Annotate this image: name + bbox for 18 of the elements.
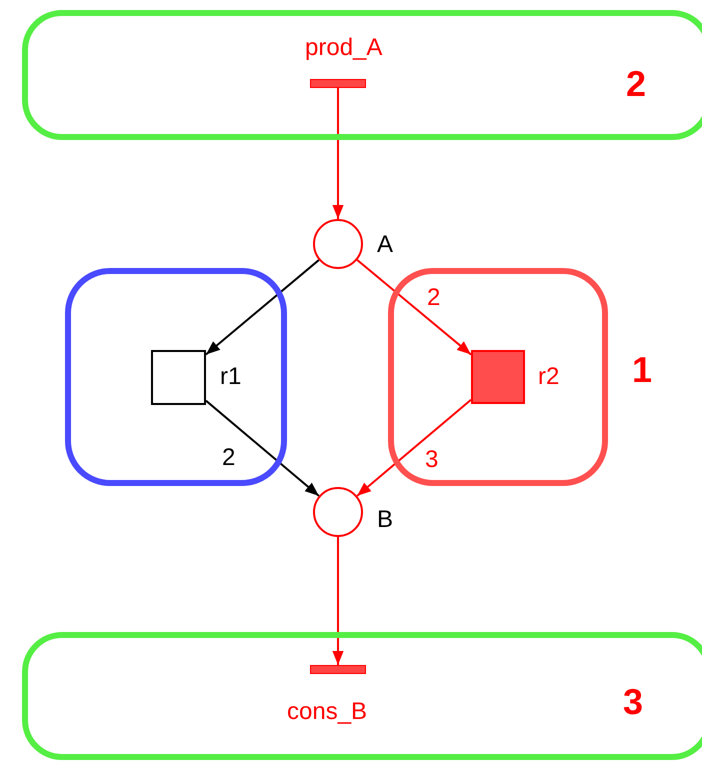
compartment-number: 3 — [623, 684, 644, 720]
transition-label: prod_A — [305, 36, 382, 60]
arrow — [205, 400, 320, 497]
compartment-number: 2 — [626, 66, 646, 102]
arrow — [332, 88, 344, 219]
arrow — [205, 259, 320, 356]
arrow — [332, 537, 344, 665]
arrow — [356, 399, 472, 497]
place-label: A — [377, 233, 394, 257]
edge-label: 3 — [425, 448, 438, 472]
edge-label: 2 — [222, 446, 236, 470]
edge-label: 2 — [427, 286, 440, 310]
place-label: B — [377, 508, 394, 532]
arrow — [356, 259, 472, 356]
reaction-label: r2 — [538, 365, 560, 389]
reaction-label: r1 — [220, 365, 242, 389]
compartment-number: 1 — [632, 352, 652, 388]
transition-label: cons_B — [287, 700, 368, 724]
